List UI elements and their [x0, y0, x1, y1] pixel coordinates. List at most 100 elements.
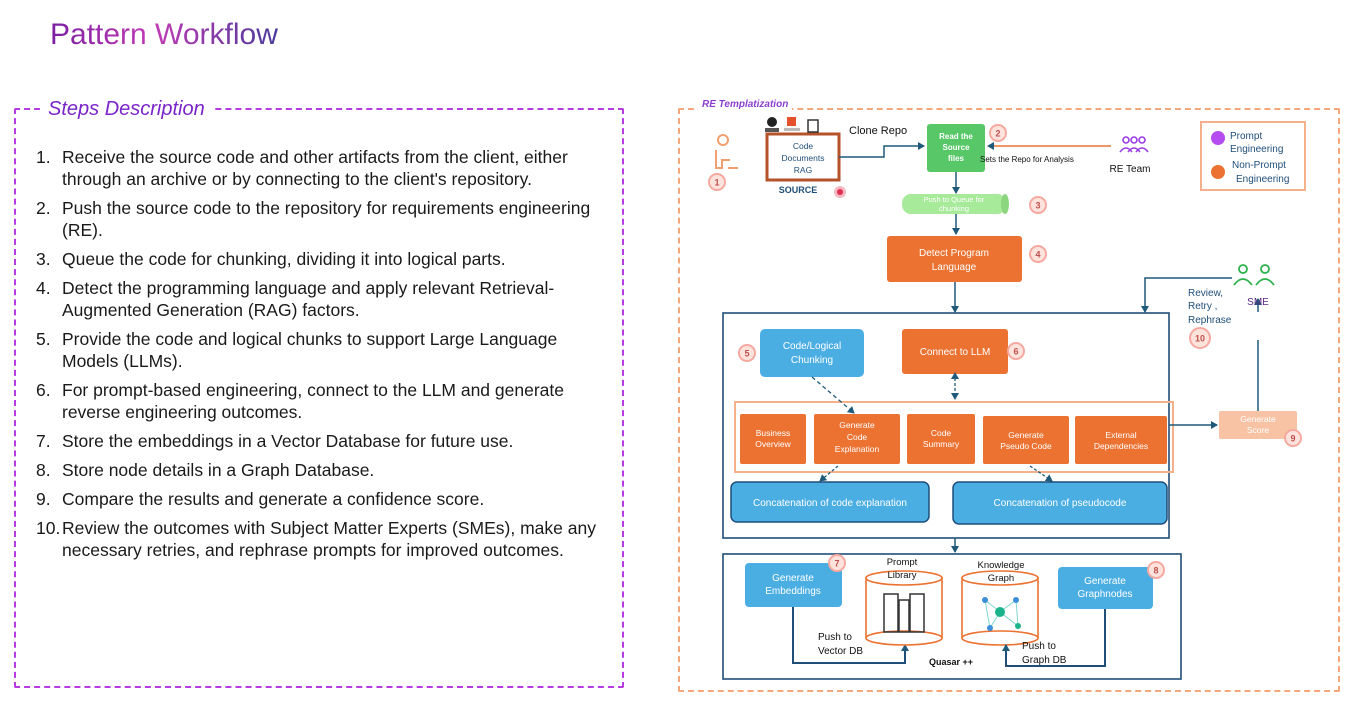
output-explanation-line-3: Explanation: [835, 444, 880, 454]
step-text: Queue the code for chunking, dividing it…: [62, 249, 506, 269]
output-summary-line-2: Summary: [923, 439, 960, 449]
output-dependencies-line-1: External: [1105, 430, 1136, 440]
step-item: 10.Review the outcomes with Subject Matt…: [36, 517, 606, 561]
output-explanation-line-2: Code: [847, 432, 868, 442]
push-queue-cap: [1001, 194, 1009, 214]
step-item: 3.Queue the code for chunking, dividing …: [36, 248, 606, 270]
code-chunking-line-2: Chunking: [791, 355, 833, 366]
push-vector-line-2: Vector DB: [818, 646, 863, 657]
step-badge-8: 8: [1147, 561, 1165, 579]
detect-language-line-1: Detect Program: [919, 248, 989, 259]
detect-language-line-2: Language: [932, 262, 977, 273]
gen-embeddings-box: [745, 563, 842, 607]
step-item: 5.Provide the code and logical chunks to…: [36, 328, 606, 372]
outputs-row-container: [734, 401, 1174, 473]
generate-score-line-1: Generate: [1240, 414, 1276, 424]
step-badge-label: 4: [1035, 250, 1040, 260]
gen-embeddings-line-2: Embeddings: [765, 586, 821, 597]
push-graph-arrow: [1002, 609, 1106, 667]
step-item: 4.Detect the programming language and ap…: [36, 277, 606, 321]
steps-heading: Steps Description: [40, 98, 213, 121]
step-badge-5: 5: [738, 344, 756, 362]
connect-llm-label: Connect to LLM: [920, 347, 991, 358]
connect-llm-box: [902, 329, 1008, 374]
step-number: 10.: [36, 518, 61, 538]
step-badge-label: 6: [1013, 347, 1018, 357]
step-badge-label: 1: [714, 178, 719, 188]
gen-graphnodes-line-1: Generate: [1084, 576, 1126, 587]
step-number: 1.: [36, 147, 51, 167]
source-box: [765, 132, 841, 182]
push-vector-arrow: [792, 607, 909, 664]
sets-repo-label: Sets the Repo for Analysis: [980, 155, 1074, 164]
concat-code-box: [730, 481, 930, 523]
output-summary-line-1: Code: [931, 428, 952, 438]
step-item: 8. Store node details in a Graph Database…: [36, 459, 606, 481]
output-business-overview: Business Overview: [740, 414, 806, 464]
detect-language-box: [887, 236, 1022, 282]
step-badge-2: 2: [989, 124, 1007, 142]
step-number: 7.: [36, 431, 51, 451]
read-source-line-3: files: [948, 154, 965, 163]
gen-graphnodes-box: [1058, 567, 1153, 609]
page-title: Pattern Workflow: [50, 18, 278, 51]
step-item: 1.Receive the source code and other arti…: [36, 146, 606, 190]
steps-panel: [14, 108, 624, 688]
review-line-1: Review,: [1188, 288, 1223, 299]
output-pseudo-line-1: Generate: [1008, 430, 1044, 440]
prompt-library-line-1: Prompt: [887, 557, 918, 568]
re-team-label: RE Team: [1110, 164, 1151, 175]
concat-pseudo-box: [952, 481, 1168, 525]
concat-pseudo-label: Concatenation of pseudocode: [994, 498, 1127, 509]
step-item: 7. Store the embeddings in a Vector Datab…: [36, 430, 606, 452]
step-text: Push the source code to the repository f…: [62, 198, 591, 240]
push-queue-line-1: Push to Queue for: [924, 195, 985, 204]
chunking-arrow: [811, 376, 855, 414]
source-caption: SOURCE: [779, 185, 818, 195]
step-text: Compare the results and generate a confi…: [62, 489, 485, 509]
step-text: Provide the code and logical chunks to s…: [62, 329, 558, 371]
output-external-dependencies: External Dependencies: [1075, 416, 1167, 464]
legend-prompt-label-2: Engineering: [1230, 144, 1283, 155]
step-badge-label: 8: [1153, 566, 1158, 576]
output-code-explanation: Generate Code Explanation: [814, 414, 900, 464]
code-chunking-box: [760, 329, 864, 377]
pseudo-concat-arrow: [1029, 465, 1053, 482]
push-queue-line-2: chunking: [939, 204, 969, 213]
concat-code-label: Concatenation of code explanation: [753, 498, 907, 509]
step-number: 8.: [36, 460, 51, 480]
step-item: 2.Push the source code to the repository…: [36, 197, 606, 241]
storage-container: [722, 553, 1182, 680]
github-icon: [765, 117, 779, 132]
output-pseudo-line-2: Pseudo Code: [1000, 441, 1052, 451]
output-explanation-line-1: Generate: [839, 420, 875, 430]
review-line-3: Rephrase: [1188, 315, 1232, 326]
generate-score-box: [1219, 411, 1297, 439]
step-number: 6.: [36, 380, 51, 400]
prompt-library-line-2: Library: [887, 570, 916, 581]
step-badge-10: 10: [1189, 327, 1211, 349]
legend-prompt-label-1: Prompt: [1230, 131, 1262, 142]
step-number: 9.: [36, 489, 51, 509]
step-badge-label: 9: [1290, 434, 1295, 444]
source-dot: [837, 189, 843, 195]
step-badge-label: 5: [744, 349, 749, 359]
generate-score-line-2: Score: [1247, 425, 1269, 435]
step-text: Store the embeddings in a Vector Databas…: [62, 431, 514, 451]
legend-prompt-dot: [1211, 131, 1225, 145]
read-source-box: [927, 124, 985, 172]
step-badge-3: 3: [1029, 196, 1047, 214]
source-line-3: RAG: [794, 165, 812, 175]
step-text: For prompt-based engineering, connect to…: [62, 380, 564, 422]
clone-repo-arrow: [839, 142, 925, 158]
step-number: 4.: [36, 278, 51, 298]
git-icon: [784, 117, 800, 131]
step-badge-4: 4: [1029, 245, 1047, 263]
gen-embeddings-line-1: Generate: [772, 573, 814, 584]
sme-feedback-arrow: [1141, 277, 1232, 313]
legend-nonprompt-label-2: Engineering: [1236, 174, 1289, 185]
sme-icon: [1233, 264, 1275, 286]
step-text: Store node details in a Graph Database.: [62, 460, 375, 480]
source-line-1: Code: [793, 141, 814, 151]
